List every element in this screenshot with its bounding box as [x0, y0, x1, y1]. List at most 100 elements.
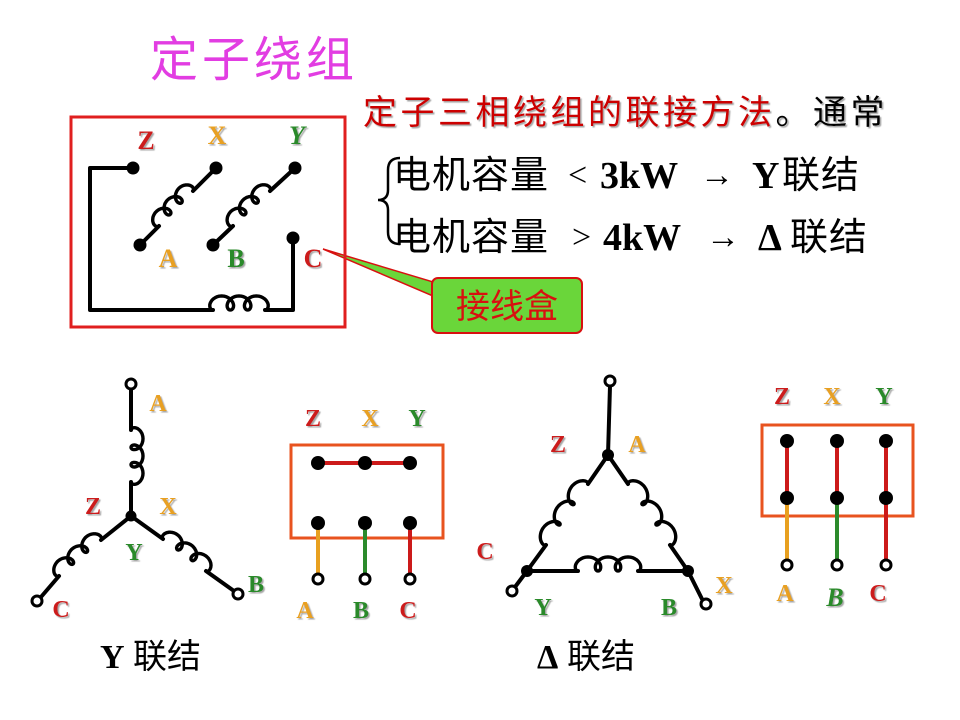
- terminal-label-b: B: [825, 583, 843, 612]
- y-caption-text: 联结: [133, 637, 201, 677]
- terminal-label-z: Z: [550, 432, 566, 458]
- wire: [204, 569, 236, 593]
- delta-caption-symbol: Δ: [537, 639, 558, 676]
- terminal-dot: [288, 161, 302, 175]
- rule-operator: >: [572, 219, 591, 256]
- wire: [88, 166, 215, 312]
- terminal-label-a: A: [628, 432, 646, 458]
- wire: [263, 236, 295, 312]
- rule-power: 4kW: [603, 217, 681, 259]
- terminal-circle: [231, 587, 245, 601]
- wire: [606, 384, 612, 457]
- intro-rest: 。通常: [776, 93, 889, 133]
- terminal-label-x: X: [159, 494, 177, 520]
- terminal-dot: [126, 161, 140, 175]
- terminal-label-z: Z: [137, 126, 154, 155]
- rule-small-motor: 电机容量 < 3kW → Y 联结: [393, 153, 860, 197]
- terminal-label-a: A: [776, 581, 794, 607]
- terminal-circle: [124, 377, 138, 391]
- winding-coil: [626, 479, 678, 548]
- wire: [129, 514, 165, 541]
- terminal-label-y: Y: [534, 595, 551, 621]
- rule-large-motor: 电机容量 > 4kW → Δ 联结: [393, 215, 868, 259]
- terminal-label-a: A: [159, 244, 178, 273]
- terminal-dot: [286, 231, 300, 245]
- rule-result-text: 联结: [782, 153, 860, 197]
- rule-result-symbol: Y: [752, 155, 779, 197]
- terminal-circle: [879, 558, 893, 572]
- terminal-dot: [209, 161, 223, 175]
- terminal-dot: [879, 491, 893, 505]
- vertex-dot: [521, 565, 533, 577]
- terminal-dot: [311, 456, 325, 470]
- stator-frame: [69, 115, 347, 329]
- terminal-label-b: B: [227, 244, 244, 273]
- winding-coil: [129, 426, 145, 486]
- rule-prefix: 电机容量: [393, 215, 549, 259]
- terminal-label-b: B: [248, 572, 264, 598]
- terminal-circle: [603, 374, 617, 388]
- terminal-label-z: Z: [305, 406, 321, 432]
- terminal-circle: [780, 558, 794, 572]
- winding-coil: [573, 555, 643, 573]
- terminal-label-b: B: [661, 595, 677, 621]
- rule-prefix: 电机容量: [393, 153, 549, 197]
- terminal-circle: [358, 572, 372, 586]
- junction-box-callout: 接线盒: [322, 248, 583, 334]
- terminal-label-y: Y: [875, 384, 892, 410]
- delta-caption-text: 联结: [567, 637, 635, 677]
- terminal-label-c: C: [476, 539, 493, 565]
- y-connection-schematic: A Z X Y C B Y 联结: [30, 377, 264, 677]
- terminal-dot: [358, 516, 372, 530]
- terminal-dot: [830, 491, 844, 505]
- rule-result-text: 联结: [790, 215, 868, 259]
- terminal-circle: [699, 597, 713, 611]
- terminal-label-c: C: [399, 598, 416, 624]
- terminal-circle: [311, 572, 325, 586]
- terminal-label-c: C: [304, 244, 323, 273]
- terminal-dot: [311, 516, 325, 530]
- terminal-dot: [879, 434, 893, 448]
- rule-operator: <: [568, 157, 587, 194]
- terminal-label-y: Y: [408, 406, 425, 432]
- terminal-label-a: A: [149, 391, 167, 417]
- terminal-dot: [830, 434, 844, 448]
- winding-coil: [538, 479, 590, 548]
- terminal-label-y: Y: [125, 540, 142, 566]
- rule-arrow: →: [706, 219, 740, 256]
- terminal-circle: [830, 558, 844, 572]
- vertex-dot: [602, 449, 614, 461]
- wire: [39, 574, 61, 599]
- winding-coil: [151, 183, 196, 229]
- terminal-dot: [780, 491, 794, 505]
- connection-method-intro: 定子三相绕组的联接方法。通常: [363, 93, 888, 133]
- terminal-label-z: Z: [85, 494, 101, 520]
- callout-label: 接线盒: [456, 287, 558, 327]
- brace: [377, 156, 401, 246]
- rule-result-symbol: Δ: [758, 217, 782, 259]
- wire: [99, 514, 133, 542]
- winding-coil: [160, 530, 213, 573]
- callout-box: [431, 277, 583, 334]
- slide-title: 定子绕组: [150, 32, 358, 88]
- terminal-dot: [358, 456, 372, 470]
- terminal-label-y: Y: [289, 121, 307, 150]
- delta-connection-schematic: Z A C Y B X Δ 联结: [476, 374, 733, 677]
- vertex-dot: [682, 565, 694, 577]
- terminal-dot: [403, 516, 417, 530]
- rule-arrow: →: [700, 157, 734, 194]
- winding-coil: [52, 532, 104, 579]
- terminal-label-x: X: [715, 573, 733, 599]
- terminal-label-x: X: [823, 384, 841, 410]
- terminal-dot: [780, 434, 794, 448]
- terminal-circle: [30, 594, 44, 608]
- terminal-circle: [403, 572, 417, 586]
- terminal-label-x: X: [361, 406, 379, 432]
- winding-coil: [208, 294, 270, 312]
- winding-coil: [225, 183, 273, 229]
- terminal-label-z: Z: [774, 384, 790, 410]
- terminal-dot: [206, 238, 220, 252]
- terminal-label-c: C: [52, 597, 69, 623]
- y-terminal-box: Z X Y A B C: [289, 406, 445, 624]
